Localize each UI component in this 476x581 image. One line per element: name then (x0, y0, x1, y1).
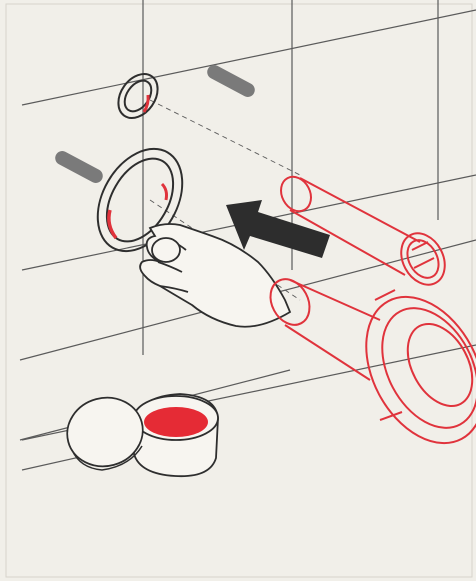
grease-red-fill (144, 407, 208, 437)
